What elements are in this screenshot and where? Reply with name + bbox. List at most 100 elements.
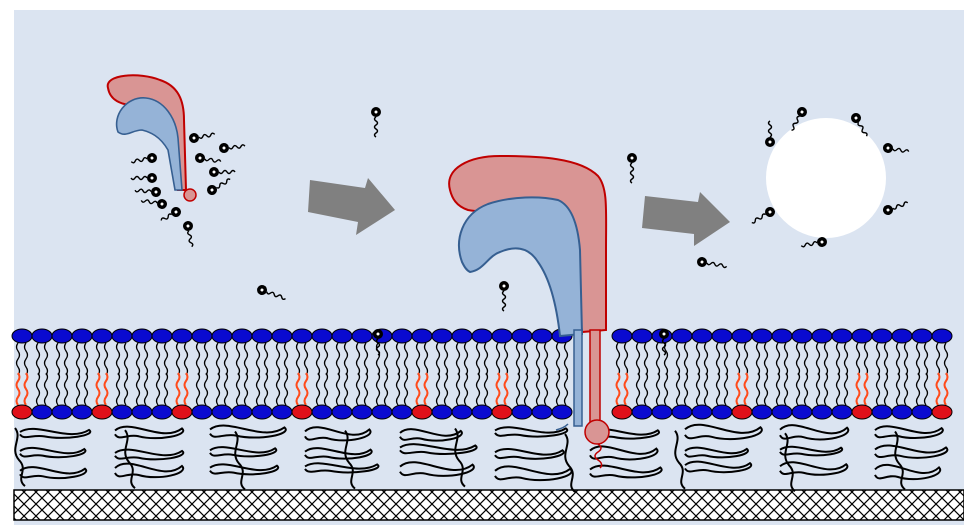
lipid-head bbox=[712, 329, 732, 343]
lipid-head bbox=[512, 329, 532, 343]
lipid-head bbox=[412, 329, 432, 343]
amphiphile-head-dot bbox=[631, 157, 634, 160]
lipid-head bbox=[832, 405, 852, 419]
lipid-head bbox=[32, 405, 52, 419]
lipid-head bbox=[212, 329, 232, 343]
lipid-head bbox=[252, 329, 272, 343]
lipid-head bbox=[752, 405, 772, 419]
lipid-head bbox=[172, 329, 192, 343]
lipid-head bbox=[932, 329, 952, 343]
lipid-head bbox=[672, 405, 692, 419]
lipid-head bbox=[792, 405, 812, 419]
amphiphile-head-dot bbox=[151, 177, 154, 180]
lipid-head bbox=[472, 405, 492, 419]
special-lipid-head bbox=[12, 405, 32, 419]
lipid-head bbox=[752, 329, 772, 343]
lipid-head bbox=[872, 405, 892, 419]
protein-cushion-anchor bbox=[585, 420, 609, 444]
special-lipid-head bbox=[292, 405, 312, 419]
lipid-head bbox=[872, 329, 892, 343]
special-lipid-head bbox=[932, 405, 952, 419]
lipid-head bbox=[612, 329, 632, 343]
special-lipid-head bbox=[92, 405, 112, 419]
lipid-head bbox=[452, 405, 472, 419]
lipid-head bbox=[132, 405, 152, 419]
lipid-head bbox=[692, 405, 712, 419]
lipid-head bbox=[292, 329, 312, 343]
amphiphile-head-dot bbox=[213, 171, 216, 174]
lipid-head bbox=[892, 329, 912, 343]
lipid-head bbox=[112, 329, 132, 343]
lipid-head bbox=[892, 405, 912, 419]
lipid-head bbox=[372, 405, 392, 419]
lipid-head bbox=[332, 329, 352, 343]
amphiphile-head-dot bbox=[769, 141, 772, 144]
amphiphile-head-dot bbox=[377, 333, 380, 336]
lipid-head bbox=[912, 329, 932, 343]
lipid-head bbox=[192, 329, 212, 343]
amphiphile-head-dot bbox=[375, 111, 378, 114]
lipid-head bbox=[532, 329, 552, 343]
lipid-head bbox=[32, 329, 52, 343]
lipid-head bbox=[72, 329, 92, 343]
solid-support bbox=[14, 490, 964, 520]
lipid-head bbox=[52, 329, 72, 343]
lipid-head bbox=[152, 405, 172, 419]
special-lipid-head bbox=[732, 405, 752, 419]
lipid-head bbox=[712, 405, 732, 419]
lipid-head bbox=[912, 405, 932, 419]
lipid-head bbox=[112, 405, 132, 419]
lipid-head bbox=[92, 329, 112, 343]
lipid-head bbox=[772, 329, 792, 343]
red-transmembrane-helix bbox=[590, 330, 600, 426]
lipid-head bbox=[392, 405, 412, 419]
lipid-head bbox=[232, 329, 252, 343]
lipid-head bbox=[812, 329, 832, 343]
special-lipid-head bbox=[172, 405, 192, 419]
lipid-head bbox=[852, 329, 872, 343]
lipid-head bbox=[632, 329, 652, 343]
lipid-head bbox=[312, 329, 332, 343]
amphiphile-head-dot bbox=[663, 333, 666, 336]
lipid-head bbox=[272, 405, 292, 419]
small-protein-anchor bbox=[184, 189, 196, 201]
lipid-head bbox=[132, 329, 152, 343]
lipid-head bbox=[52, 405, 72, 419]
lipid-head bbox=[432, 329, 452, 343]
lipid-head bbox=[532, 405, 552, 419]
lipid-head bbox=[352, 405, 372, 419]
lipid-head bbox=[692, 329, 712, 343]
lipid-head bbox=[832, 329, 852, 343]
lipid-head bbox=[392, 329, 412, 343]
lipid-head bbox=[472, 329, 492, 343]
lipid-head bbox=[512, 405, 532, 419]
lipid-head bbox=[352, 329, 372, 343]
lipid-head bbox=[192, 405, 212, 419]
lipid-head bbox=[432, 405, 452, 419]
lipid-head bbox=[552, 405, 572, 419]
lipid-head bbox=[492, 329, 512, 343]
special-lipid-head bbox=[412, 405, 432, 419]
lipid-head bbox=[632, 405, 652, 419]
lipid-head bbox=[312, 405, 332, 419]
lipid-head bbox=[252, 405, 272, 419]
lipid-head bbox=[812, 405, 832, 419]
lipid-head bbox=[332, 405, 352, 419]
blue-transmembrane-helix bbox=[574, 330, 582, 426]
lipid-head bbox=[12, 329, 32, 343]
special-lipid-head bbox=[852, 405, 872, 419]
amphiphile-head-dot bbox=[503, 285, 506, 288]
special-lipid-head bbox=[612, 405, 632, 419]
lipid-head bbox=[272, 329, 292, 343]
lipid-head bbox=[772, 405, 792, 419]
lipid-head bbox=[452, 329, 472, 343]
special-lipid-head bbox=[492, 405, 512, 419]
lipid-head bbox=[652, 405, 672, 419]
lipid-head bbox=[212, 405, 232, 419]
lipid-head bbox=[152, 329, 172, 343]
lipid-head bbox=[792, 329, 812, 343]
lipid-head bbox=[732, 329, 752, 343]
lipid-head bbox=[72, 405, 92, 419]
vesicle bbox=[766, 118, 886, 238]
